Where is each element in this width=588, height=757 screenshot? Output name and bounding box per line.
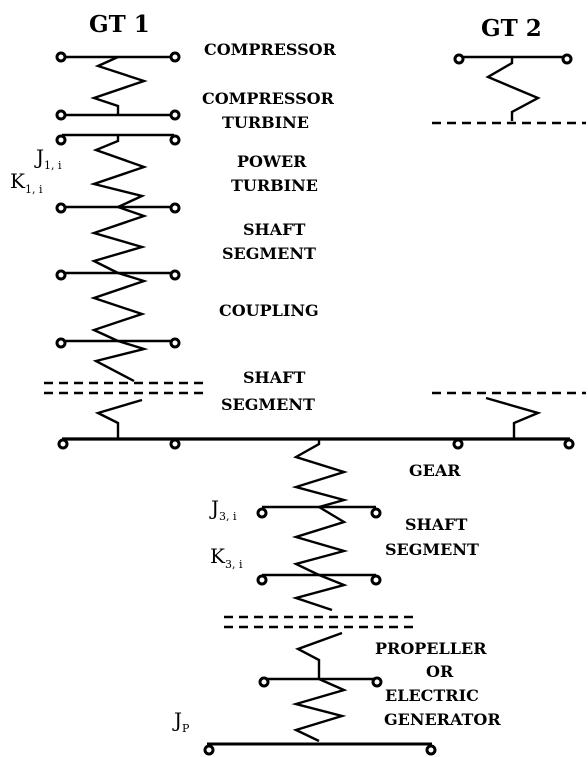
bearing: [256, 574, 268, 586]
shaft-segment-label-c-2: SEGMENT: [385, 540, 479, 559]
bearing: [256, 507, 268, 519]
compressor-label: COMPRESSOR: [204, 40, 337, 59]
k1-symbol: K1, i: [10, 169, 43, 196]
gt1-spring-3: [90, 205, 148, 275]
propeller-label-2: OR: [426, 662, 454, 681]
propeller-label-4: GENERATOR: [384, 710, 501, 729]
gt1-spring-5: [92, 339, 149, 383]
shaft-spring-4: [291, 677, 348, 743]
bearing: [258, 676, 270, 688]
bearing: [453, 53, 465, 65]
bearing: [169, 202, 181, 214]
diagram-structure: [44, 55, 586, 746]
bearing: [203, 744, 215, 756]
jp-symbol: JP: [172, 708, 190, 735]
gt1-spring-6: [94, 398, 143, 438]
bearing: [55, 269, 67, 281]
shaft-spring-2: [291, 573, 348, 612]
coupling-label: COUPLING: [219, 301, 319, 320]
bearing: [55, 134, 67, 146]
bearing-circles: [55, 51, 575, 756]
j1-symbol: J1, i: [34, 145, 62, 172]
gear-label: GEAR: [409, 461, 461, 480]
bearing: [370, 507, 382, 519]
gt2-spring-1: [485, 57, 541, 121]
gt2-spring-2: [485, 396, 542, 438]
bearing: [169, 109, 181, 121]
compressor-turbine-label-2: TURBINE: [222, 113, 309, 132]
j3-symbol: J3, i: [209, 496, 237, 523]
bearing: [169, 134, 181, 146]
shaft-spring-3: [295, 631, 343, 679]
gear-spring: [291, 439, 349, 509]
propeller-label-3: ELECTRIC: [385, 686, 479, 705]
bearing: [55, 109, 67, 121]
bearing: [55, 51, 67, 63]
power-turbine-label-2: TURBINE: [231, 176, 318, 195]
gt1-title: GT 1: [89, 11, 150, 38]
shaft-segment-label-b-1: SHAFT: [243, 368, 305, 387]
bearing: [425, 744, 437, 756]
bearing: [169, 438, 181, 450]
bearing: [55, 337, 67, 349]
gt1-spring-4: [90, 271, 148, 343]
bearing: [57, 438, 69, 450]
shaft-segment-label-a-2: SEGMENT: [222, 244, 316, 263]
shaft-segment-label-c-1: SHAFT: [405, 515, 467, 534]
bearing: [55, 202, 67, 214]
gt1-spring-2: [89, 135, 148, 209]
bearing: [370, 574, 382, 586]
bearing: [169, 51, 181, 63]
shaft-spring-1: [291, 505, 349, 577]
bearing: [452, 438, 464, 450]
bearing: [563, 438, 575, 450]
bearing: [561, 53, 573, 65]
propeller-label-1: PROPELLER: [375, 639, 487, 658]
shaft-segment-label-a-1: SHAFT: [243, 220, 305, 239]
bearing: [169, 269, 181, 281]
gt2-title: GT 2: [481, 15, 542, 42]
shaft-segment-label-b-2: SEGMENT: [221, 395, 315, 414]
bearing: [371, 676, 383, 688]
compressor-turbine-label-1: COMPRESSOR: [202, 89, 335, 108]
gt1-spring-1: [90, 55, 148, 115]
k3-symbol: K3, i: [210, 544, 243, 571]
power-turbine-label-1: POWER: [237, 152, 307, 171]
bearing: [169, 337, 181, 349]
